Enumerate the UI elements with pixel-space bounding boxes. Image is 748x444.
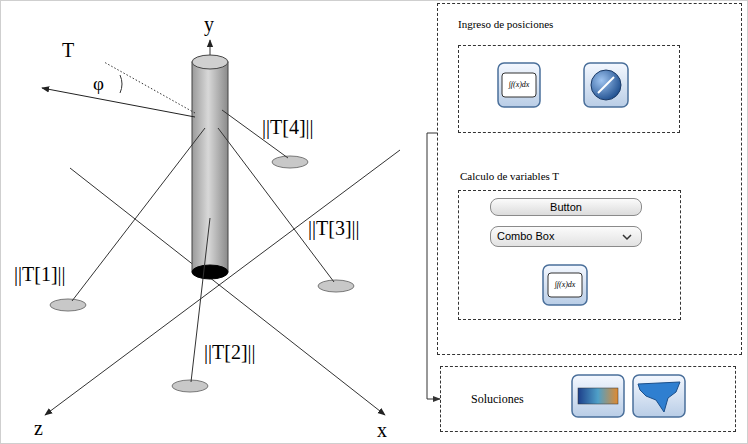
icon-formula: ∫f(x)dx	[509, 81, 530, 89]
control-label: Combo Box	[497, 230, 554, 242]
dropdown-chevron	[623, 235, 631, 239]
cylinder-body	[192, 62, 228, 272]
bracket-arrow	[427, 133, 440, 399]
cables	[72, 110, 334, 382]
force-vector	[42, 62, 195, 117]
axis-label: ||T[4]||	[262, 117, 314, 137]
anchor-pad	[318, 280, 354, 292]
gauge-dial	[591, 70, 621, 100]
cylinder-top	[192, 55, 228, 69]
axis-label: x	[377, 420, 387, 440]
panel-heading: Ingreso de posiciones	[458, 18, 553, 30]
surface-shape	[638, 382, 680, 412]
cable	[218, 128, 334, 282]
anchor-pad	[272, 156, 308, 168]
panel-group: Ingreso de posicionesCalculo de variable…	[437, 3, 742, 355]
axis-label: φ	[93, 74, 104, 93]
integral-icon	[543, 265, 587, 305]
integral-icon-face	[548, 273, 582, 297]
gauge-icon	[584, 63, 628, 107]
axis-label: y	[204, 14, 214, 34]
panel-heading: Calculo de variables T	[460, 170, 559, 182]
solutions-panel: Soluciones	[440, 366, 736, 432]
anchor-pad	[172, 380, 208, 392]
axis-label: T	[62, 40, 74, 60]
push-button: Button	[490, 198, 642, 216]
vector-arrow	[42, 88, 195, 117]
axes	[45, 40, 400, 415]
axis-label: ||T[2]||	[204, 342, 256, 362]
gauge-needle	[598, 77, 614, 93]
calc-panel: Calculo de variables TButtonCombo Box	[458, 190, 681, 320]
integral-icon-face	[502, 73, 536, 97]
axis-label: z	[34, 418, 43, 438]
surface-icon	[633, 375, 685, 417]
angle-arc	[120, 75, 122, 93]
input-panel: Ingreso de posiciones	[458, 45, 680, 133]
integral-icon	[498, 63, 540, 107]
cylinder-base	[192, 265, 228, 279]
axis-label: ||T[3]||	[308, 218, 360, 238]
cable	[72, 128, 205, 301]
reference-line	[104, 62, 195, 113]
axis-label: ||T[1]||	[14, 264, 66, 284]
anchor-pad	[50, 299, 86, 311]
icon-formula: ∫f(x)dx	[555, 281, 576, 289]
cylinder	[192, 55, 228, 279]
plot-icon-band	[578, 388, 618, 404]
dropdown-chevron	[621, 232, 633, 242]
control-label: Soluciones	[471, 392, 524, 407]
combo-box: Combo Box	[490, 226, 642, 247]
plot-icon	[572, 375, 624, 417]
control-label: Button	[550, 201, 582, 213]
